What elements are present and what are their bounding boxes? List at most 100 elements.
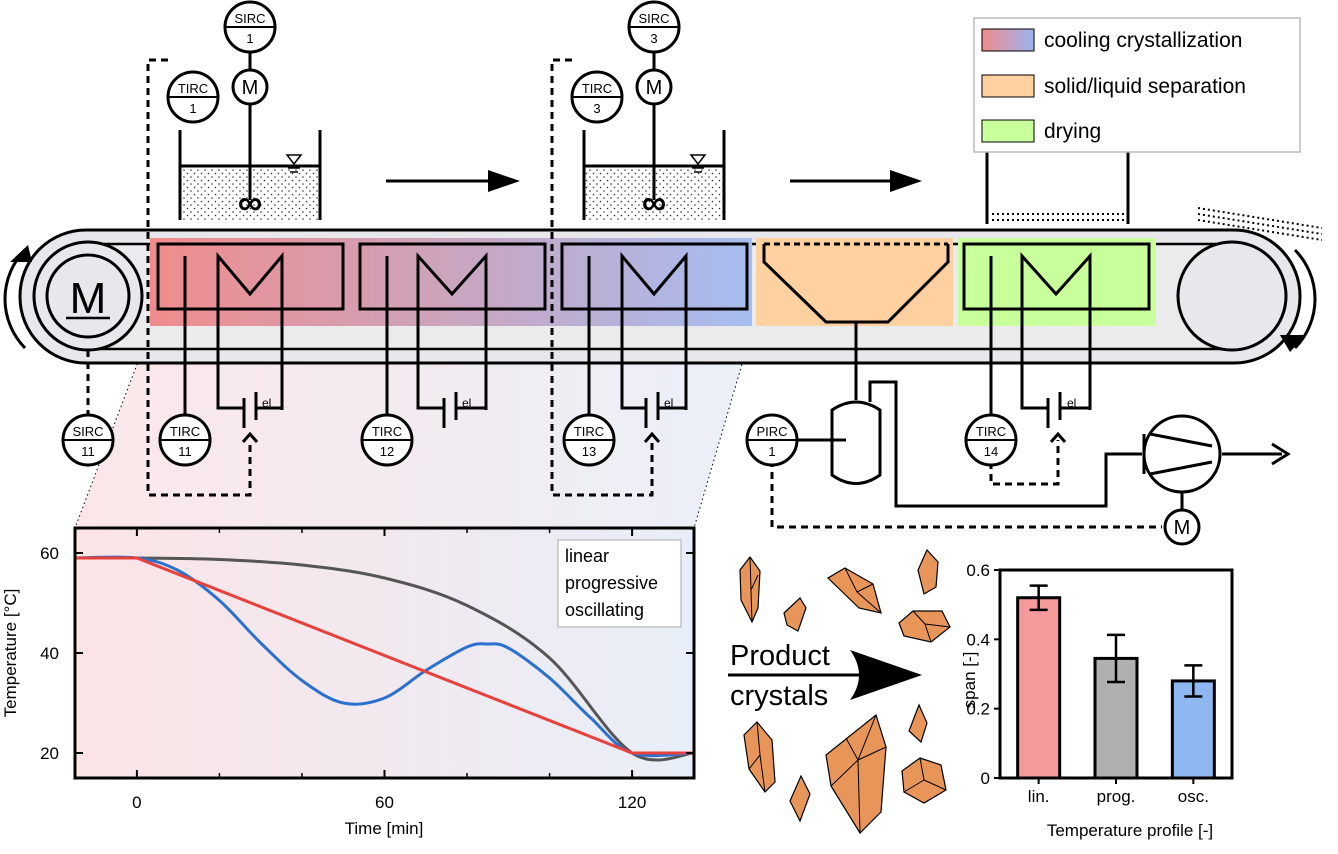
drive-roller: M	[32, 240, 144, 352]
y-tick-label: 0.2	[966, 700, 990, 719]
instrument-number: 11	[81, 444, 95, 459]
product-label-line1: Product	[730, 640, 830, 672]
control-loops	[86, 58, 1162, 529]
category-label: prog.	[1097, 787, 1136, 806]
crystal-4	[917, 548, 939, 595]
heater-labels: el el el el	[262, 396, 1076, 410]
vacuum-pump	[1142, 414, 1222, 494]
temperature-chart-ylabel: Temperature [°C]	[1, 589, 20, 718]
instrument-number: 3	[593, 101, 600, 116]
product-crystals	[739, 548, 951, 834]
y-tick-label: 40	[40, 644, 59, 663]
instrument-pirc-1: PIRC 1	[745, 413, 799, 467]
crystal-2	[783, 597, 807, 632]
instrument-tag: TIRC	[574, 424, 604, 439]
instrument-tag: TIRC	[372, 424, 402, 439]
category-label: osc.	[1178, 787, 1209, 806]
dryer-hood	[985, 150, 1130, 224]
instrument-number: 1	[189, 101, 196, 116]
instrument-sirc-11: SIRC 11	[61, 413, 115, 467]
bar-lin	[1016, 596, 1062, 780]
legend-swatch-separation	[981, 74, 1035, 98]
drive-motor-label: M	[70, 274, 107, 323]
crystallizer-tank-1: ∞	[178, 100, 322, 222]
svg-text:M: M	[242, 77, 259, 99]
flow-arrow-1	[386, 170, 520, 192]
instrument-sirc-3: SIRC 3	[627, 0, 681, 54]
rotation-arrowhead-right	[1280, 335, 1306, 352]
legend: cooling crystallization solid/liquid sep…	[973, 17, 1301, 153]
span-chart-ylabel: span [-]	[960, 652, 979, 709]
drying-zone	[958, 238, 1156, 326]
heat-exchanger-1	[156, 242, 345, 430]
instrument-number: 12	[380, 444, 394, 459]
instrument-tag: TIRC	[582, 81, 612, 96]
instrument-tag: PIRC	[756, 424, 787, 439]
crystal-6	[743, 721, 776, 793]
svg-text:∞: ∞	[238, 184, 262, 222]
svg-text:M: M	[1174, 517, 1191, 539]
heater-label-3: el	[664, 396, 673, 410]
instrument-number: 1	[246, 31, 253, 46]
svg-text:M: M	[646, 77, 663, 99]
instrument-number: 1	[768, 444, 775, 459]
y-tick-label: 0.6	[966, 561, 990, 580]
legend-swatch-drying	[981, 119, 1035, 143]
instrument-tag: SIRC	[72, 424, 103, 439]
legend-oscillating: oscillating	[565, 600, 644, 620]
legend-linear: linear	[565, 546, 609, 566]
heater-circuits	[216, 380, 1090, 428]
x-tick-label: 0	[132, 793, 141, 812]
series-linear	[75, 556, 694, 755]
y-tick-label: 0.4	[966, 630, 990, 649]
instrument-number: 3	[650, 31, 657, 46]
svg-text:∞: ∞	[642, 184, 666, 222]
instrument-tirc-1: TIRC 1	[166, 70, 220, 124]
crystal-9	[908, 703, 928, 744]
instrument-tirc-12: TIRC 12	[360, 413, 414, 467]
span-chart-xlabel: Temperature profile [-]	[1047, 821, 1213, 840]
crystallizer-tank-3: ∞	[582, 100, 726, 222]
discharge-dots	[1197, 207, 1323, 241]
instrument-tag: TIRC	[976, 424, 1006, 439]
legend-label-separation: solid/liquid separation	[1044, 75, 1246, 98]
x-tick-label: 120	[618, 793, 646, 812]
temperature-chart-xlabel: Time [min]	[345, 819, 424, 838]
category-label: lin.	[1028, 787, 1050, 806]
legend-swatch-cooling	[981, 28, 1035, 52]
series-progressive	[74, 556, 695, 762]
heater-label-4: el	[1067, 396, 1076, 410]
y-tick-label: 0	[981, 769, 990, 788]
instrument-number: 14	[984, 444, 998, 459]
y-tick-label: 20	[40, 744, 59, 763]
stirrer-motor-1: M	[231, 68, 269, 106]
filtrate-vessel	[790, 400, 882, 485]
instrument-tag: SIRC	[638, 11, 669, 26]
x-tick-label: 60	[375, 793, 394, 812]
heat-exchanger-2	[358, 242, 547, 430]
idler-roller	[1176, 240, 1288, 352]
heat-exchanger-dryer	[962, 242, 1151, 430]
crystal-7	[789, 774, 811, 823]
product-label-line2: crystals	[730, 680, 828, 712]
legend-label-cooling: cooling crystallization	[1044, 29, 1242, 52]
separation-hopper	[762, 242, 950, 400]
flow-arrow-2	[790, 170, 922, 192]
instrument-tag: TIRC	[178, 81, 208, 96]
heat-exchanger-3	[560, 242, 749, 430]
pump-motor: M	[1163, 508, 1201, 546]
span-chart-ticks: lin. prog. osc. 0 0.2 0.4 0.6	[966, 561, 1209, 806]
cooling-crystallization-zone	[150, 238, 752, 326]
instrument-bubbles: SIRC1SIRC3TIRC1TIRC3SIRC11TIRC11TIRC12TI…	[61, 0, 1018, 467]
dryer-dots	[992, 213, 1124, 221]
instrument-tirc-14: TIRC 14	[964, 413, 1018, 467]
signal-arrowheads	[241, 431, 1067, 443]
instrument-number: 11	[178, 444, 192, 459]
span-chart-bars	[1016, 584, 1216, 780]
